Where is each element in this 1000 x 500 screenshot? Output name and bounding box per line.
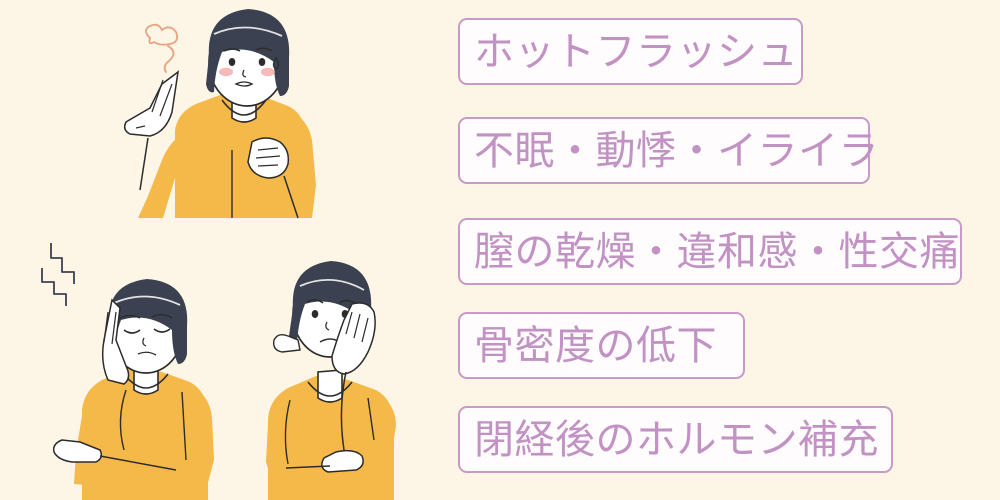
zigzag-pain-icon <box>41 243 75 306</box>
temple-hand <box>101 298 130 385</box>
sweater-torso <box>175 92 305 218</box>
mouth-2 <box>137 351 157 356</box>
symptom-chip-label: 閉経後のホルモン補充 <box>474 417 879 462</box>
collar-line <box>221 99 267 116</box>
symptom-chip-label: 骨密度の低下 <box>474 323 717 368</box>
cheek-hand <box>331 302 376 375</box>
sweater-left-sleeve-3 <box>266 392 298 488</box>
forearm-line-2 <box>99 455 177 471</box>
hair-highlight <box>213 26 283 37</box>
sweater-torso-2 <box>82 368 208 500</box>
sweater-left-sleeve <box>138 130 188 218</box>
left-eyebrow-2 <box>119 314 141 319</box>
sweat-drop <box>272 56 280 70</box>
right-eyebrow-3 <box>338 299 356 304</box>
nose <box>242 69 247 78</box>
nose-3 <box>325 321 330 331</box>
left-forearm-line <box>139 137 149 191</box>
mouth <box>234 81 254 87</box>
right-eyebrow <box>255 47 273 52</box>
sweater-right-sleeve-2 <box>186 386 214 490</box>
left-eye-3 <box>311 310 319 318</box>
left-eye <box>228 58 236 66</box>
symptom-chip-hot-flash[interactable]: ホットフラッシュ <box>458 18 803 85</box>
left-eyebrow-3 <box>306 299 324 304</box>
figure-woman-hot-flash <box>123 9 316 219</box>
right-eye <box>258 58 266 66</box>
fanning-hand <box>123 70 180 137</box>
right-forearm-line <box>283 175 299 219</box>
right-eyebrow-2 <box>151 314 173 319</box>
hair-highlight-3 <box>299 278 365 291</box>
sweater-right-sleeve <box>290 112 316 218</box>
sleeve-line-2 <box>181 391 187 461</box>
symptom-label-list: ホットフラッシュ 不眠・動悸・イライラ 膣の乾燥・違和感・性交痛 骨密度の低下 … <box>458 0 1000 500</box>
torso-fold-2 <box>119 389 127 451</box>
symptom-chip-bone-density-decline[interactable]: 骨密度の低下 <box>458 312 745 379</box>
symptom-chip-post-menopause-hormone-replacement[interactable]: 閉経後のホルモン補充 <box>458 406 893 473</box>
forearm-line-3 <box>340 371 347 451</box>
figure-woman-worried <box>266 261 396 500</box>
nose-2 <box>142 337 147 347</box>
sleeve-line-3 <box>367 397 375 441</box>
collar-line-3 <box>307 381 353 397</box>
left-blush <box>219 67 233 77</box>
illustration-group <box>41 9 396 500</box>
heat-steam-icon <box>145 23 179 73</box>
symptom-chip-insomnia-palpitations-irritability[interactable]: 不眠・動悸・イライラ <box>458 117 879 184</box>
chest-hand <box>247 137 290 179</box>
symptom-chip-label: 膣の乾燥・違和感・性交痛 <box>474 229 960 274</box>
right-eye-closed <box>153 328 171 333</box>
side-hand-3 <box>272 333 301 353</box>
figure-woman-headache <box>41 243 214 500</box>
lower-hand-2 <box>52 439 103 463</box>
hair-highlight-2 <box>113 295 181 306</box>
left-eye-closed <box>123 329 141 334</box>
right-blush <box>261 67 275 77</box>
symptom-chip-vaginal-dryness-discomfort-pain[interactable]: 膣の乾燥・違和感・性交痛 <box>458 218 962 285</box>
symptom-chip-label: 不眠・動悸・イライラ <box>474 128 879 173</box>
symptom-chip-label: ホットフラッシュ <box>474 29 798 74</box>
left-eyebrow <box>223 48 241 52</box>
lower-hand-3 <box>321 449 364 473</box>
neck-3 <box>317 369 343 403</box>
left-forearm-3 <box>285 465 331 469</box>
torso-fold-3 <box>284 399 291 465</box>
